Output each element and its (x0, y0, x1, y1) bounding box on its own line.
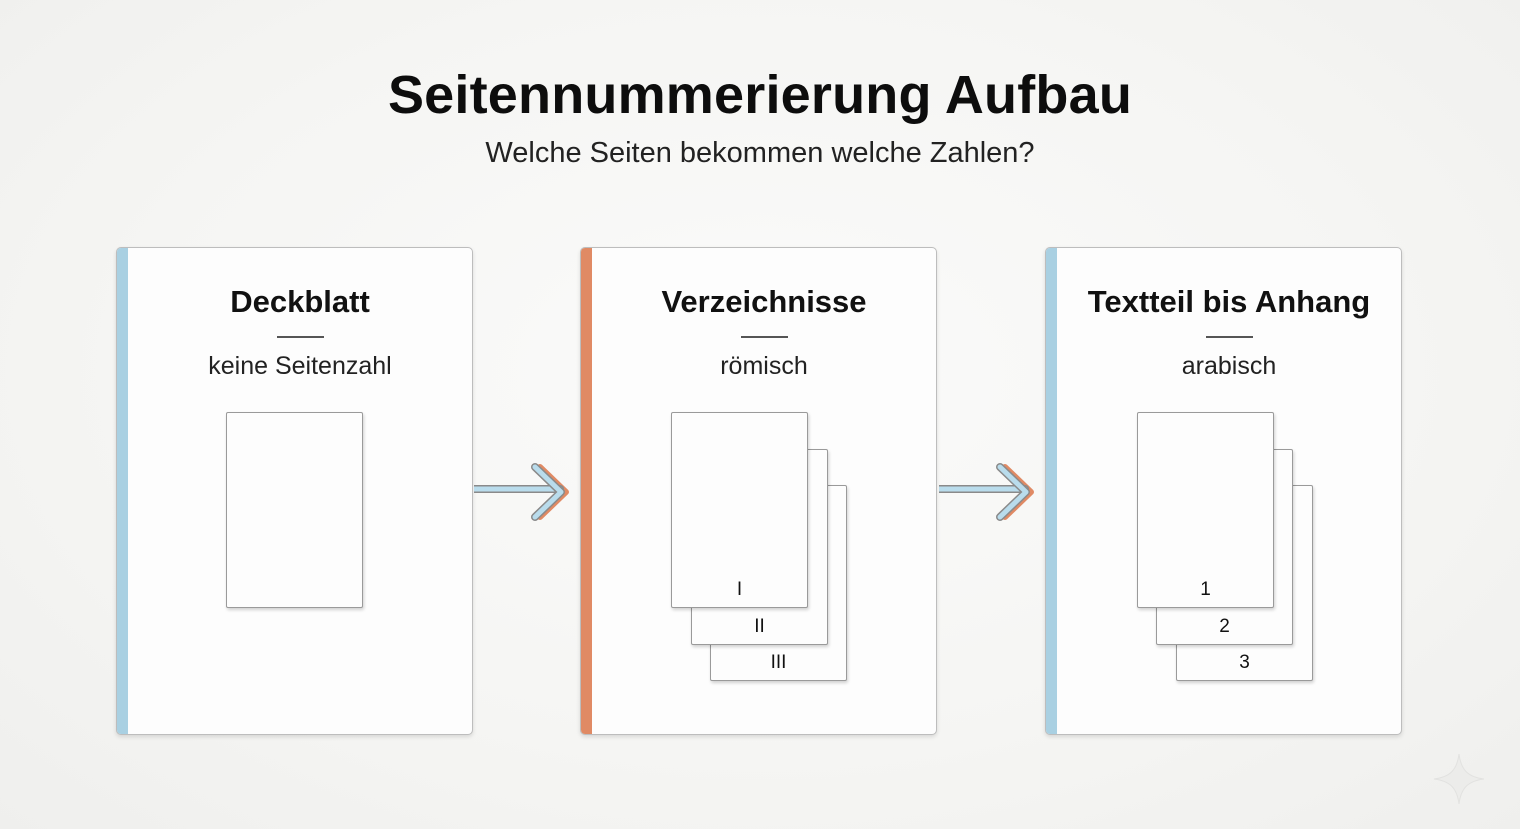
panel-accent-stripe (581, 248, 592, 734)
panel-heading: Deckblatt (230, 284, 370, 319)
panel-divider (276, 336, 324, 338)
page-number: 3 (1239, 652, 1250, 673)
panel-heading: Textteil bis Anhang (1087, 284, 1371, 319)
panel-description: keine Seitenzahl (208, 352, 392, 380)
page-number: 1 (1200, 579, 1211, 600)
page-subtitle: Welche Seiten bekommen welche Zahlen? (485, 137, 1035, 169)
page-title: Seitennummerierung Aufbau (387, 65, 1133, 125)
panel-divider (740, 336, 788, 338)
panel-description: römisch (720, 352, 808, 380)
panel-deckblatt: Deckblatt keine Seitenzahl (116, 247, 473, 735)
page-number: 2 (1219, 616, 1230, 637)
page-number: III (770, 652, 787, 673)
panel-description: arabisch (1181, 352, 1277, 380)
panel-accent-stripe (1046, 248, 1057, 734)
page-sheet: I (671, 412, 808, 608)
panel-divider (1205, 336, 1253, 338)
panel-heading: Verzeichnisse (661, 284, 867, 319)
arrow-right-icon (939, 463, 1034, 521)
page-number: I (736, 579, 743, 600)
panel-verzeichnisse: Verzeichnisse römisch III II I (580, 247, 937, 735)
panel-textteil: Textteil bis Anhang arabisch 3 2 1 (1045, 247, 1402, 735)
page-number: II (754, 616, 765, 637)
panel-accent-stripe (117, 248, 128, 734)
page-sheet (226, 412, 363, 608)
page-sheet: 1 (1137, 412, 1274, 608)
sparkle-icon (1433, 753, 1485, 805)
arrow-right-icon (474, 463, 569, 521)
